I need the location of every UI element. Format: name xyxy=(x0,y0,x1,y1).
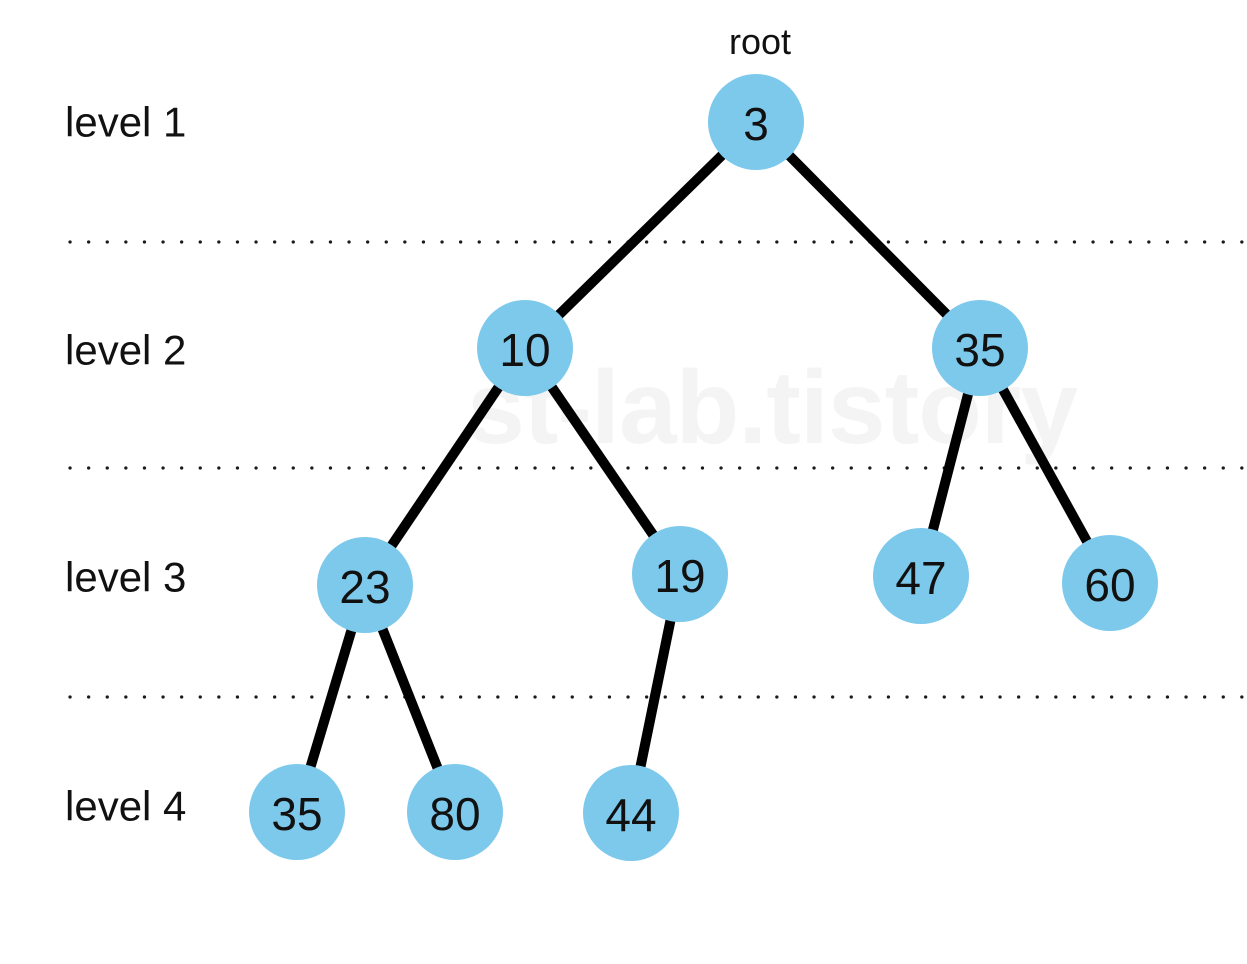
tree-node-circle-n47 xyxy=(873,528,969,624)
tree-node-value-n35b: 35 xyxy=(271,788,322,840)
tree-node-n80: 80 xyxy=(407,764,503,860)
level-label-1: level 1 xyxy=(65,99,186,146)
tree-node-value-n47: 47 xyxy=(895,552,946,604)
tree-node-n35: 35 xyxy=(932,300,1028,396)
tree-node-value-n44: 44 xyxy=(605,789,656,841)
tree-node-n44: 44 xyxy=(583,765,679,861)
tree-node-n10: 10 xyxy=(477,300,573,396)
tree-node-value-n60: 60 xyxy=(1084,559,1135,611)
tree-edge-n3-n10 xyxy=(521,118,760,352)
root-label: root xyxy=(729,21,791,62)
tree-node-n60: 60 xyxy=(1062,535,1158,631)
tree-node-n23: 23 xyxy=(317,537,413,633)
tree-edge-n3-n35 xyxy=(752,118,984,352)
tree-node-n47: 47 xyxy=(873,528,969,624)
tree-node-circle-n35b xyxy=(249,764,345,860)
tree-node-n19: 19 xyxy=(632,526,728,622)
tree-node-value-n23: 23 xyxy=(339,561,390,613)
tree-node-circle-n35 xyxy=(932,300,1028,396)
tree-node-value-n19: 19 xyxy=(654,550,705,602)
level-label-3: level 3 xyxy=(65,554,186,601)
tree-node-n35b: 35 xyxy=(249,764,345,860)
tree-node-circle-n19 xyxy=(632,526,728,622)
level-label-4: level 4 xyxy=(65,783,186,830)
tree-node-n3: 3 xyxy=(708,74,804,170)
tree-node-circle-n10 xyxy=(477,300,573,396)
tree-node-circle-n80 xyxy=(407,764,503,860)
tree-node-circle-n23 xyxy=(317,537,413,633)
level-label-2: level 2 xyxy=(65,327,186,374)
tree-node-value-n35: 35 xyxy=(954,324,1005,376)
tree-node-circle-n60 xyxy=(1062,535,1158,631)
tree-node-value-n80: 80 xyxy=(429,788,480,840)
tree-node-circle-n3 xyxy=(708,74,804,170)
tree-node-circle-n44 xyxy=(583,765,679,861)
tree-node-value-n3: 3 xyxy=(743,98,769,150)
tree-node-value-n10: 10 xyxy=(499,324,550,376)
